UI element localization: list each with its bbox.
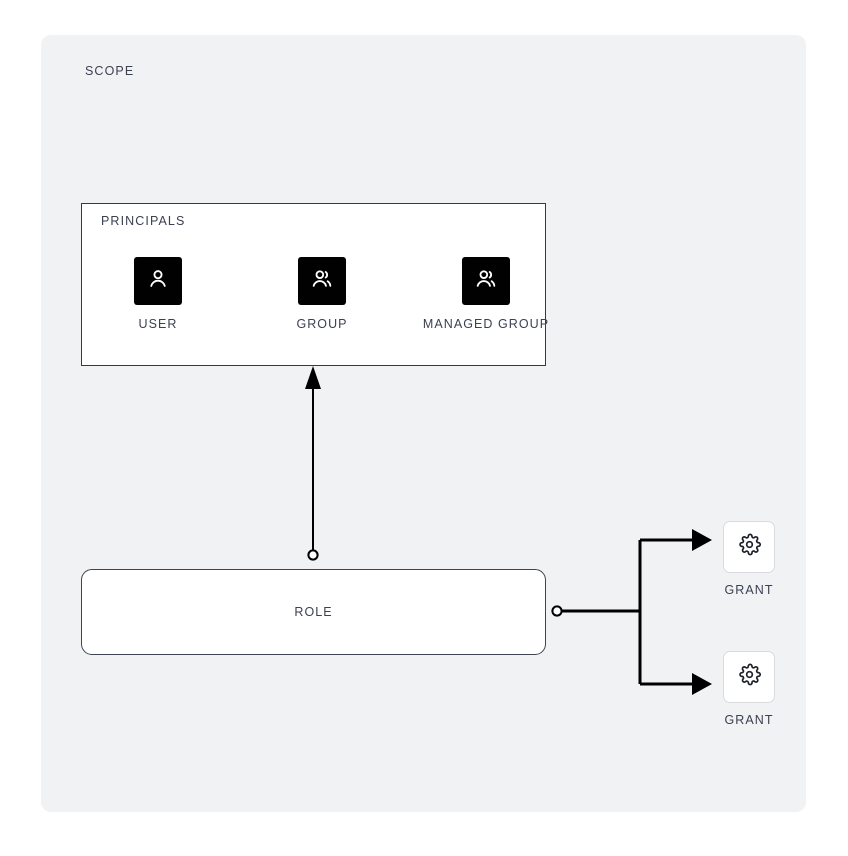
principal-node-user[interactable]: USER (98, 257, 218, 331)
principal-label-group: GROUP (296, 317, 348, 331)
group-icon (473, 266, 499, 297)
principal-node-group[interactable]: GROUP (262, 257, 382, 331)
gear-icon (737, 532, 762, 562)
scope-panel (41, 35, 806, 812)
principal-label-managed-group: MANAGED GROUP (422, 317, 550, 331)
user-tile[interactable] (134, 257, 182, 305)
grant-label-1: GRANT (724, 583, 774, 597)
grant-node-1[interactable]: GRANT (713, 521, 785, 597)
principals-box: PRINCIPALS USER (81, 203, 550, 366)
grant-tile-1[interactable] (723, 521, 775, 573)
grant-tile-2[interactable] (723, 651, 775, 703)
group-tile[interactable] (298, 257, 346, 305)
principals-label: PRINCIPALS (101, 214, 186, 228)
principal-label-user: USER (138, 317, 178, 331)
role-box[interactable]: ROLE (81, 569, 546, 655)
grant-label-2: GRANT (724, 713, 774, 727)
scope-label: SCOPE (85, 64, 135, 78)
managed-group-tile[interactable] (462, 257, 510, 305)
gear-icon (737, 662, 762, 692)
principal-node-managed-group[interactable]: MANAGED GROUP (422, 257, 550, 331)
grant-node-2[interactable]: GRANT (713, 651, 785, 727)
group-icon (309, 266, 335, 297)
role-label: ROLE (294, 605, 333, 619)
user-icon (145, 266, 171, 297)
